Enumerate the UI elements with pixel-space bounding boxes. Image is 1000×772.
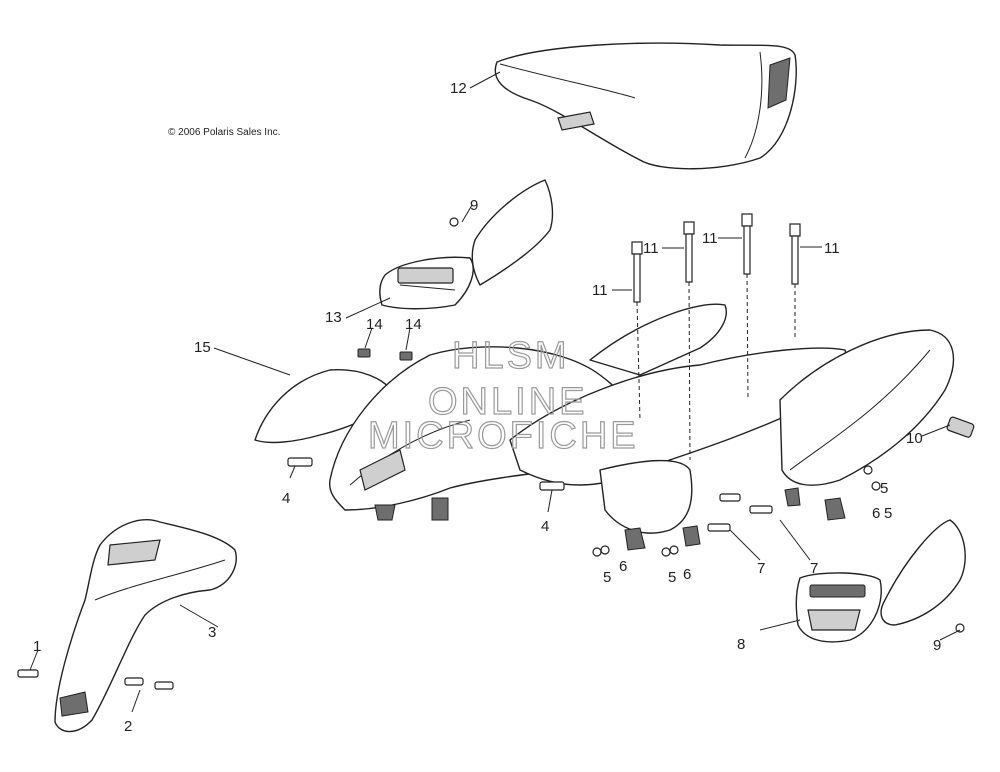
callout-6b: 6 — [683, 566, 691, 583]
callout-11a: 11 — [592, 282, 608, 299]
callout-4b: 4 — [541, 518, 549, 535]
right-footrest-panel[interactable] — [795, 572, 882, 643]
callout-3: 3 — [208, 624, 216, 641]
callout-5b: 5 — [668, 569, 676, 586]
callout-4a: 4 — [282, 490, 290, 507]
callout-14: 14 — [366, 316, 383, 333]
watermark-line-3: MICROFICHE — [368, 415, 639, 457]
callout-6a: 6 — [619, 558, 627, 575]
rear-cab[interactable] — [509, 303, 847, 551]
watermark-line-2: ONLINE — [428, 381, 587, 423]
callout-14b: 14 — [405, 316, 422, 333]
callout-1: 1 — [33, 638, 41, 655]
callout-11c: 11 — [702, 230, 718, 247]
callout-10: 10 — [906, 430, 923, 447]
front-fender[interactable] — [54, 519, 237, 733]
watermark: HLSM ONLINE MICROFICHE — [367, 334, 639, 457]
hardware — [17, 217, 975, 690]
callout-9b: 9 — [933, 637, 941, 654]
left-side-panel[interactable] — [379, 179, 554, 310]
seat[interactable] — [494, 42, 797, 170]
copyright-text: © 2006 Polaris Sales Inc. — [168, 127, 280, 138]
callout-11b: 11 — [643, 240, 659, 257]
callout-6c: 6 — [872, 505, 880, 522]
callouts: 12 9 13 14 14 15 11 11 11 11 10 4 4 5 6 … — [33, 80, 941, 735]
right-side-panel[interactable] — [880, 519, 966, 626]
callout-8: 8 — [737, 636, 745, 653]
alignment-lines — [636, 273, 796, 461]
callout-5a: 5 — [603, 569, 611, 586]
callout-7a: 7 — [757, 560, 765, 577]
callout-5d: 5 — [884, 505, 892, 522]
callout-12: 12 — [450, 80, 467, 97]
leader-lines — [29, 71, 961, 713]
callout-9: 9 — [470, 197, 478, 214]
callout-11d: 11 — [824, 240, 840, 257]
callout-5c: 5 — [880, 480, 888, 497]
rear-fender[interactable] — [779, 329, 955, 521]
callout-7b: 7 — [810, 560, 818, 577]
watermark-line-1: HLSM — [452, 335, 570, 377]
callout-15: 15 — [194, 339, 211, 356]
callout-2: 2 — [124, 718, 132, 735]
callout-13: 13 — [325, 309, 342, 326]
bolts[interactable] — [631, 213, 801, 303]
